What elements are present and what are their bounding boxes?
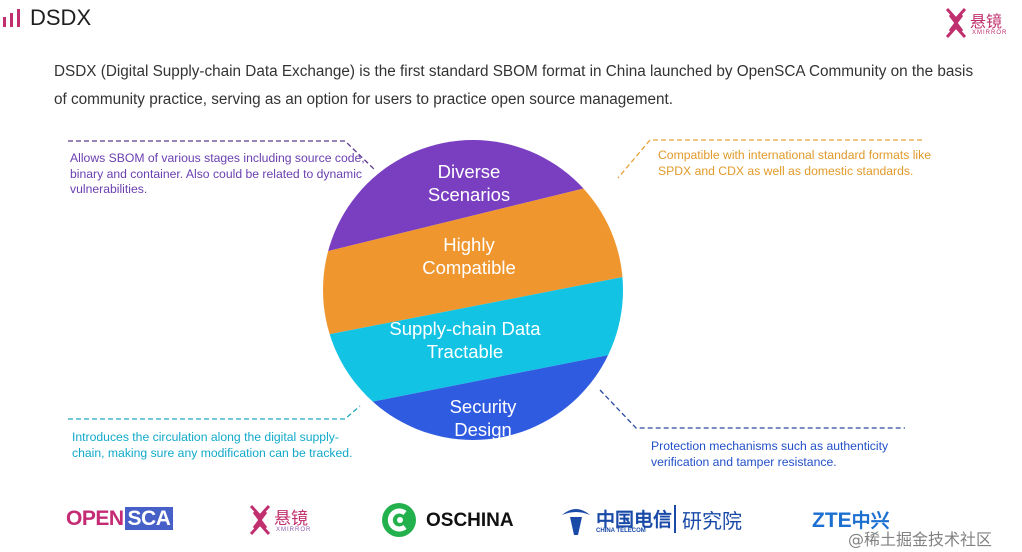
xmirror-mark-icon xyxy=(945,7,967,39)
china-telecom-mark-icon xyxy=(562,509,590,535)
xmirror-mark-icon xyxy=(249,504,271,536)
china-telecom-en: CHINA TELECOM xyxy=(596,528,646,534)
segment-label-line1: Supply-chain Data xyxy=(389,318,541,339)
segment-label-line2: Design xyxy=(454,419,512,440)
segment-label-diverse: Diverse Scenarios xyxy=(339,160,599,206)
note-highly-compatible: Compatible with international standard f… xyxy=(658,148,931,178)
connector-blue xyxy=(599,389,905,429)
segment-label-supply-chain: Supply-chain Data Tractable xyxy=(335,317,595,363)
note-diverse-scenarios: Allows SBOM of various stages including … xyxy=(70,151,365,196)
xmirror-footer-en: XMIRROR xyxy=(276,527,312,533)
intro-paragraph: DSDX (Digital Supply-chain Data Exchange… xyxy=(54,63,974,108)
zte-logo: ZTE中兴 xyxy=(812,506,890,533)
bar-chart-icon xyxy=(3,9,20,27)
research-institute-cn: 研究院 xyxy=(682,509,742,533)
segment-label-line1: Diverse xyxy=(437,161,501,182)
segment-label-line2: Compatible xyxy=(422,257,516,278)
china-telecom-cn: 中国电信 xyxy=(596,509,673,531)
opensca-logo-open: OPEN xyxy=(66,507,124,530)
oschina-text: OSCHINA xyxy=(426,510,514,531)
connector-purple xyxy=(68,140,376,171)
xmirror-logo-en: XMIRROR xyxy=(972,30,1008,36)
segment-label-line1: Security xyxy=(449,396,517,417)
segment-supply-chain xyxy=(323,262,623,410)
note-supply-chain: Introduces the circulation along the dig… xyxy=(72,430,353,460)
page-title: DSDX xyxy=(30,5,92,30)
segment-label-line2: Tractable xyxy=(426,341,504,362)
segment-label-security: Security Design xyxy=(353,395,613,441)
connector-orange xyxy=(617,139,922,179)
oschina-logo: OSCHINA xyxy=(380,502,514,538)
segment-label-compatible: Highly Compatible xyxy=(339,233,599,279)
oschina-mark-icon xyxy=(382,503,416,537)
watermark: @稀土掘金技术社区 xyxy=(848,530,993,549)
segment-label-line1: Highly xyxy=(443,234,495,255)
xmirror-footer-cn: 悬镜 xyxy=(274,509,308,529)
xmirror-logo: 悬镜 XMIRROR xyxy=(944,6,1018,40)
china-telecom-logo: 中国电信 CHINA TELECOM 研究院 xyxy=(560,502,760,538)
note-security-design: Protection mechanisms such as authentici… xyxy=(651,439,889,469)
segment-label-line2: Scenarios xyxy=(427,184,511,205)
opensca-logo-sca: SCA xyxy=(124,507,174,530)
logo-divider xyxy=(674,505,676,533)
zte-logo-en: ZTE xyxy=(812,509,852,532)
zte-logo-cn: 中兴 xyxy=(851,510,890,532)
xmirror-logo-footer: 悬镜 XMIRROR xyxy=(248,502,328,538)
xmirror-logo-cn: 悬镜 xyxy=(970,12,1003,31)
connector-teal xyxy=(68,405,361,420)
